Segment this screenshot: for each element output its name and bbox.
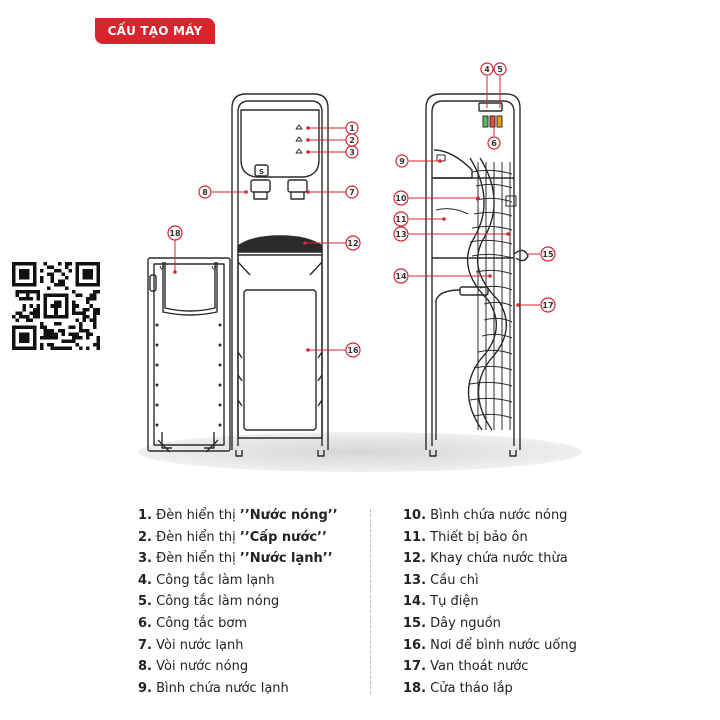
drip-tray [237,235,323,253]
hot-water-tap [250,179,271,200]
svg-text:15: 15 [542,250,554,259]
callout-12: 12 [345,235,361,251]
callout-10: 10 [393,190,409,206]
svg-text:16: 16 [347,346,359,355]
section-title-badge: CẤU TẠO MÁY [95,18,215,44]
cold-water-tap [287,179,308,200]
svg-text:13: 13 [395,230,406,239]
parts-list-left: 1. Đèn hiển thị ’’Nước nóng’’ 2. Đèn hiể… [138,505,368,699]
list-item: 3. Đèn hiển thị ’’Nước lạnh’’ [138,551,333,567]
callout-15: 15 [540,246,556,262]
svg-text:3: 3 [349,148,355,157]
callout-9: 9 [395,154,409,168]
list-item: 17. Van thoát nước [403,659,529,675]
list-item: 13. Cầu chì [403,572,479,588]
callout-11: 11 [393,211,409,227]
list-item: 10. Bình chứa nước nóng [403,508,568,523]
list-divider [370,509,371,694]
list-item: 1. Đèn hiển thị ’’Nước nóng’’ [138,508,338,523]
callout-5: 5 [493,62,507,76]
switch-panel [482,115,503,128]
front-button [254,164,269,177]
callout-8: 8 [198,185,212,199]
list-item: 18. Cửa tháo lắp [403,680,513,696]
svg-text:14: 14 [395,272,407,281]
front-button-label: S [259,168,264,176]
callout-3: 3 [345,145,359,159]
section-title: CẤU TẠO MÁY [107,24,203,38]
list-item: 5. Công tắc làm nóng [138,594,280,610]
internal-view [425,93,529,457]
list-item: 14. Tụ điện [403,594,479,610]
svg-text:4: 4 [484,65,490,74]
list-item: 16. Nơi để bình nước uống [403,637,577,653]
list-item: 6. Công tắc bơm [138,615,247,631]
list-item: 8. Vòi nước nóng [138,659,249,675]
callout-2: 2 [345,133,359,147]
list-item: 11. Thiết bị bảo ôn [403,529,528,545]
callout-7: 7 [345,185,359,199]
svg-text:1: 1 [349,124,355,133]
list-item: 15. Dây nguồn [403,615,501,631]
qr-code-icon[interactable] [12,262,100,350]
callout-18: 18 [167,225,183,241]
floor-shadow [138,432,582,472]
callout-6: 6 [487,136,501,150]
list-item: 2. Đèn hiển thị ’’Cấp nước’’ [138,529,327,545]
svg-text:11: 11 [395,215,407,224]
svg-text:9: 9 [399,157,405,166]
list-item: 9. Bình chứa nước lạnh [138,680,289,696]
svg-text:5: 5 [497,65,503,74]
front-view [231,93,329,457]
svg-text:8: 8 [202,188,208,197]
facebook-icon [43,293,69,319]
svg-text:10: 10 [395,194,407,203]
list-item: 4. Công tắc làm lạnh [138,572,275,588]
callout-13: 13 [393,226,409,242]
list-item: 12. Khay chứa nước thừa [403,551,568,567]
list-item: 7. Vòi nước lạnh [138,637,244,653]
callout-14: 14 [393,268,409,284]
svg-text:12: 12 [347,239,358,248]
svg-text:17: 17 [542,301,553,310]
svg-text:2: 2 [349,136,355,145]
removed-door [147,257,231,453]
callout-4: 4 [480,62,494,76]
callout-16: 16 [345,342,361,358]
parts-list-right: 10. Bình chứa nước nóng 11. Thiết bị bảo… [403,505,633,699]
dispenser-diagram: 1 2 3 7 8 12 16 18 4 5 6 9 10 11 13 14 1… [138,62,582,472]
svg-text:6: 6 [491,139,497,148]
callout-17: 17 [540,297,556,313]
svg-text:7: 7 [349,188,355,197]
parts-list: 1. Đèn hiển thị ’’Nước nóng’’ 2. Đèn hiể… [138,505,698,705]
svg-text:18: 18 [169,229,181,238]
indicator-lights [295,124,303,154]
condenser-coils [469,162,513,430]
callout-1: 1 [345,121,359,135]
